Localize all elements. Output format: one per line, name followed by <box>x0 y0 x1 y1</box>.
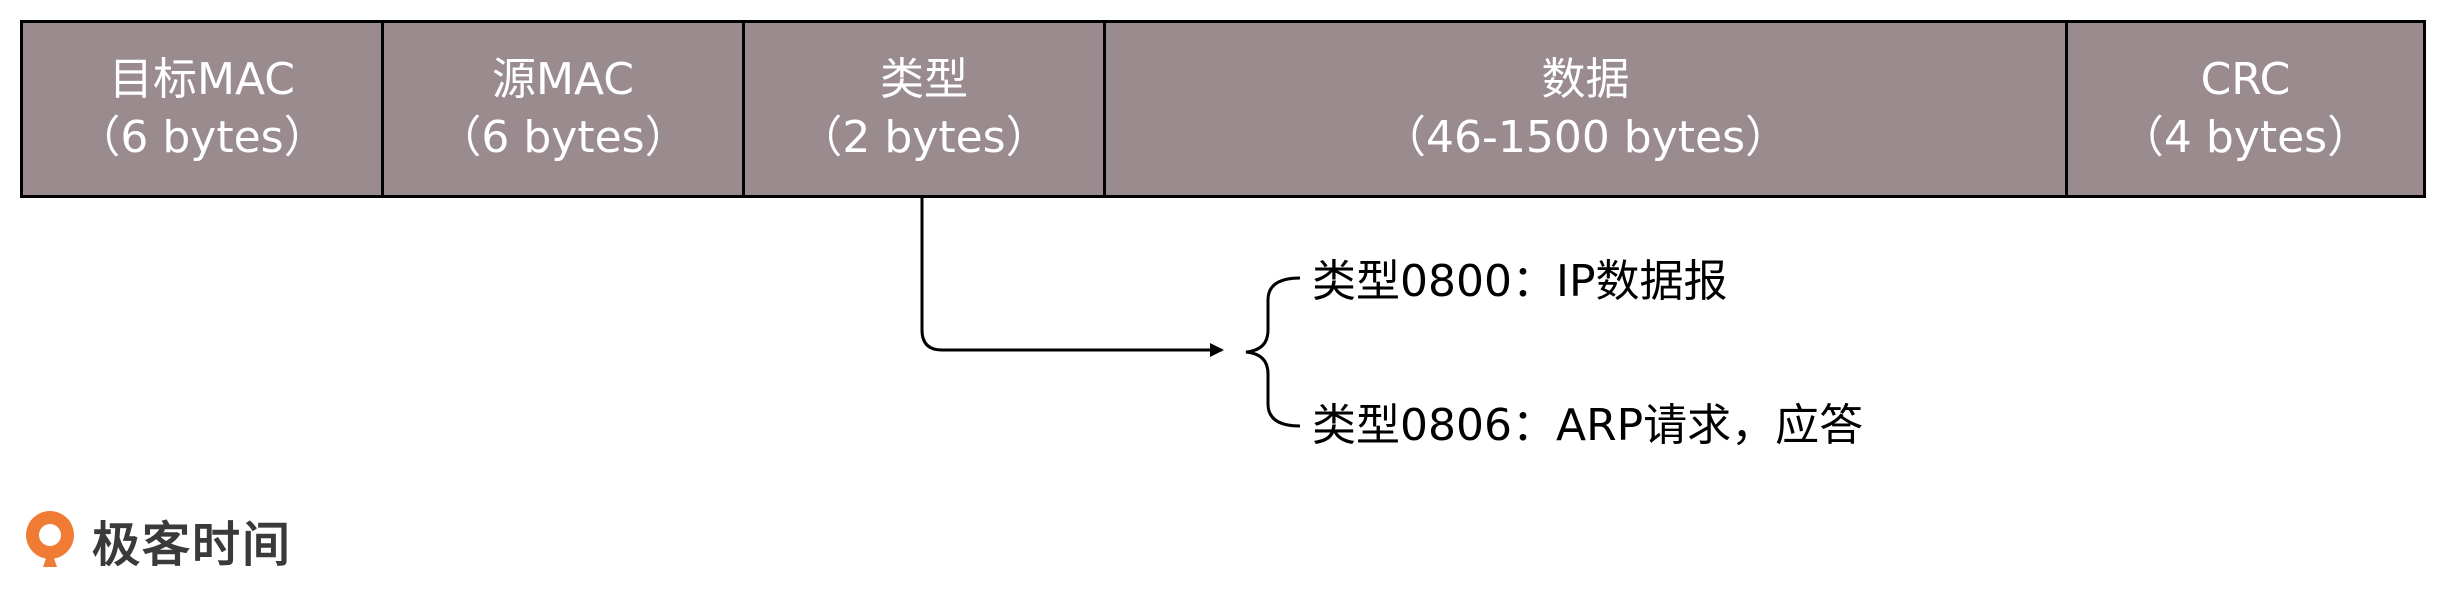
type-arrow <box>920 198 1224 357</box>
field-label: 目标MAC <box>108 54 295 105</box>
brand-name: 极客时间 <box>92 517 293 573</box>
field-src-mac: 源MAC （6 bytes） <box>384 23 745 195</box>
field-size: （46-1500 bytes） <box>1381 112 1790 163</box>
field-size: （4 bytes） <box>2119 112 2372 163</box>
field-label: 数据 <box>1541 54 1630 105</box>
curly-brace <box>1245 276 1301 428</box>
field-label: 类型 <box>880 54 968 105</box>
field-crc: CRC （4 bytes） <box>2068 23 2423 195</box>
brand-logo: 极客时间 <box>20 505 292 575</box>
field-data: 数据 （46-1500 bytes） <box>1106 23 2068 195</box>
field-label: CRC <box>2200 54 2291 105</box>
field-size: （2 bytes） <box>798 112 1050 163</box>
field-size: （6 bytes） <box>437 112 689 163</box>
field-type: 类型 （2 bytes） <box>745 23 1106 195</box>
field-size: （6 bytes） <box>76 112 328 163</box>
field-label: 源MAC <box>491 54 634 105</box>
field-dest-mac: 目标MAC （6 bytes） <box>23 23 384 195</box>
geektime-logo-icon <box>26 511 74 567</box>
ethernet-frame-diagram: 目标MAC （6 bytes） 源MAC （6 bytes） 类型 （2 byt… <box>20 20 2426 198</box>
type-note-arp: 类型0806：ARP请求，应答 <box>1312 400 1864 451</box>
type-note-ip: 类型0800：IP数据报 <box>1312 256 1728 307</box>
